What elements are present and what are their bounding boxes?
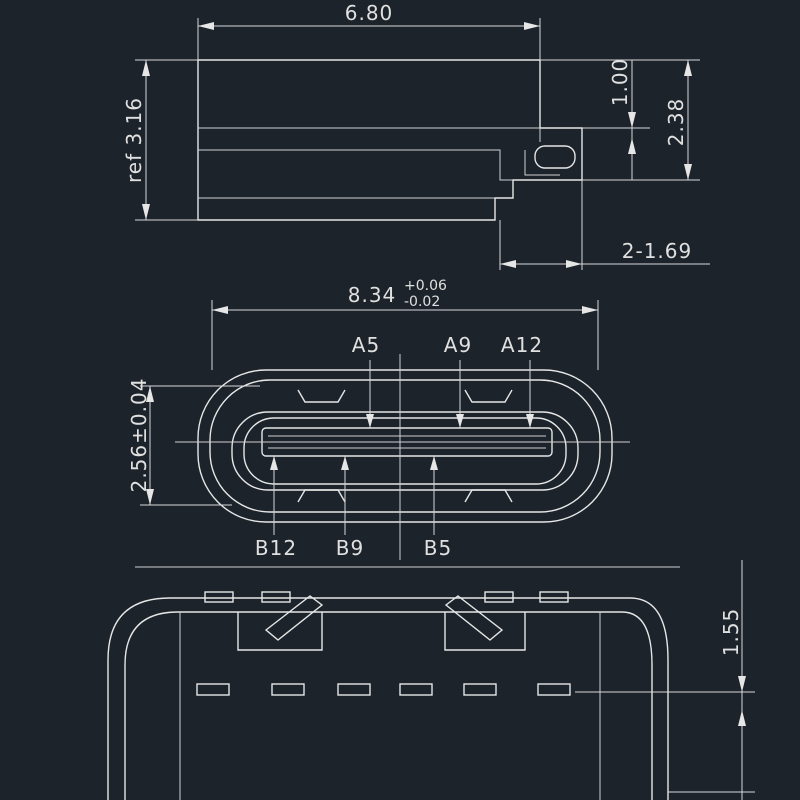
bottom-view-outer	[107, 597, 669, 800]
side-view-tab	[524, 150, 560, 176]
arrow-1-55-bottom	[738, 710, 746, 726]
dim-1-55-label: 1.55	[719, 608, 743, 657]
opening-inner	[243, 417, 567, 485]
arrow-1-00-up	[628, 138, 636, 154]
arrow-front-right	[582, 306, 598, 314]
arrow-front-down	[146, 489, 154, 505]
side-width-label: 6.80	[345, 1, 394, 25]
latch-bottom-right	[464, 489, 513, 503]
pin-label-b9: B9	[336, 536, 364, 560]
arrow-leg-right	[566, 260, 582, 268]
outer-shell-inner	[209, 379, 601, 513]
arrow-2-38-up	[684, 60, 692, 76]
contact-slot-6	[537, 683, 571, 696]
pin-label-a5: A5	[352, 333, 380, 357]
arrow-2-38-down	[684, 164, 692, 180]
dim-leg-label: 2-1.69	[622, 239, 692, 263]
arrow-b5	[430, 456, 438, 470]
opening-outer	[231, 411, 579, 491]
tab-1	[204, 591, 234, 603]
bottom-view-inner	[124, 611, 653, 800]
latch-top-left	[297, 389, 346, 403]
contact-slot-2	[271, 683, 305, 696]
front-width-tol-minus: -0.02	[404, 294, 440, 310]
outer-shell	[197, 369, 613, 523]
contact-slot-1	[196, 683, 230, 696]
side-view: 6.80 ref 3.16 1.00 2.38 2-1.69	[122, 1, 710, 270]
pin-label-a12: A12	[501, 333, 543, 357]
contact-slot-4	[399, 683, 433, 696]
front-width-tol-plus: +0.06	[404, 278, 447, 294]
arrow-a5	[366, 414, 374, 428]
tab-2	[261, 591, 291, 603]
contact-slot-3	[337, 683, 371, 696]
latch-bottom-left	[297, 489, 346, 503]
arrow-left	[198, 22, 214, 30]
front-width-label: 8.34	[348, 283, 397, 307]
dim-2-38-label: 2.38	[664, 98, 688, 147]
latch-top-right	[464, 389, 513, 403]
pin-label-b12: B12	[255, 536, 297, 560]
arrow-1-55-top	[738, 676, 746, 692]
arrow-b12	[270, 456, 278, 470]
arrow-1-00-down	[628, 112, 636, 128]
side-height-label: ref 3.16	[122, 97, 146, 183]
side-view-hole	[534, 145, 576, 169]
front-view: 8.34 +0.06 -0.02 2.56±0.04 A5 A9 A12 B12…	[127, 278, 630, 560]
pin-label-a9: A9	[444, 333, 472, 357]
spring-arm-left	[264, 595, 324, 641]
arrow-down	[142, 204, 150, 220]
arrow-a9	[456, 414, 464, 428]
side-view-step	[488, 149, 513, 181]
dim-1-00-label: 1.00	[608, 58, 632, 107]
pin-label-b5: B5	[424, 536, 452, 560]
bottom-view: 1.55	[107, 560, 755, 800]
arrow-up	[142, 60, 150, 76]
tab-3	[484, 591, 514, 603]
front-height-label: 2.56±0.04	[127, 378, 151, 493]
window-right	[444, 612, 526, 651]
arrow-front-left	[212, 306, 228, 314]
arrow-a12	[526, 414, 534, 428]
window-left	[237, 612, 323, 651]
arrow-leg-left	[500, 260, 516, 268]
arrow-b9	[341, 456, 349, 470]
tab-4	[539, 591, 569, 603]
contact-slot-5	[463, 683, 497, 696]
arrow-right	[524, 22, 540, 30]
arrow-front-up	[146, 386, 154, 402]
side-view-body	[197, 59, 583, 221]
spring-arm-right	[444, 595, 504, 641]
